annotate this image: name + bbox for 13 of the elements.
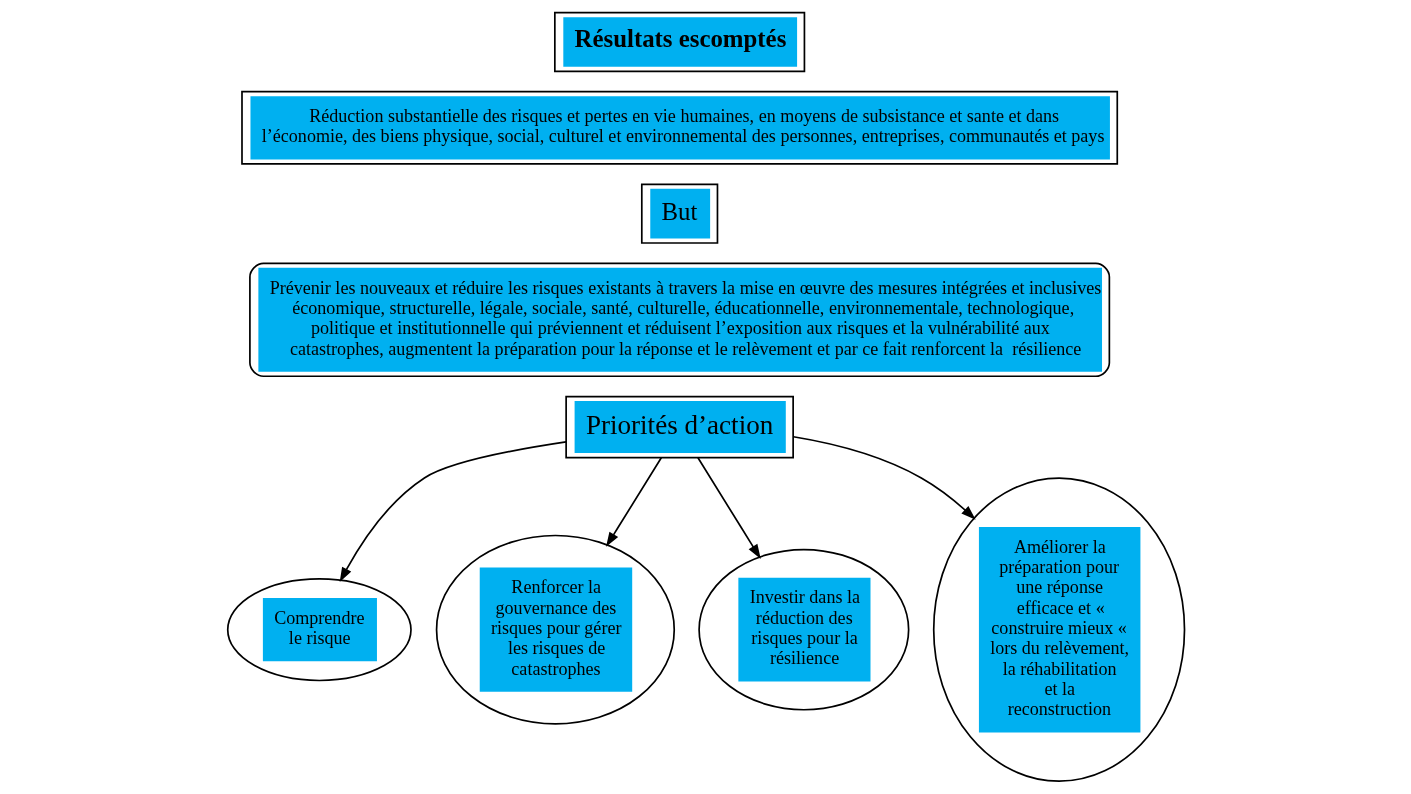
node-box: Réduction substantielle des risques et pertes en vie humaines, en moyens de subsistance et sante et dans l’économie, des biens physique, social, culturel et environnemental des personnes, entreprises, communautés et pays [240,90,1118,165]
node-box: But [640,183,718,244]
node-box: Prévenir les nouveaux et réduire les risques existants à travers la mise en œuvre des mesures intégrées et inclusives économique, structurelle, légale, sociale, santé, culturelle, éducationnelle, environnementale, technologique, politique et institutionnelle qui préviennent et réduisent l’exposition aux risques et la vulnérabilité aux catastrophes, augmentent la préparation pour la réponse et le relèvement et par ce fait renforcent la résilience [248,262,1110,378]
node-ellipse: Renforcer la gouvernance des risques pour gérer les risques de catastrophes [435,534,675,725]
node-ellipse: Comprendre le risque [226,577,412,682]
node-box: Résultats escomptés [553,11,805,73]
node-ellipse: Améliorer la préparation pour une réponse efficace et « construire mieux « lors du relèvement, la réhabilitation et la reconstruction [932,477,1185,783]
arrow [792,435,976,520]
node-box: Priorités d’action [564,395,794,459]
arrow [339,441,567,583]
arrow [696,456,761,559]
arrow [605,456,662,547]
node-ellipse: Investir dans la réduction des risques pour la résilience [697,548,909,711]
